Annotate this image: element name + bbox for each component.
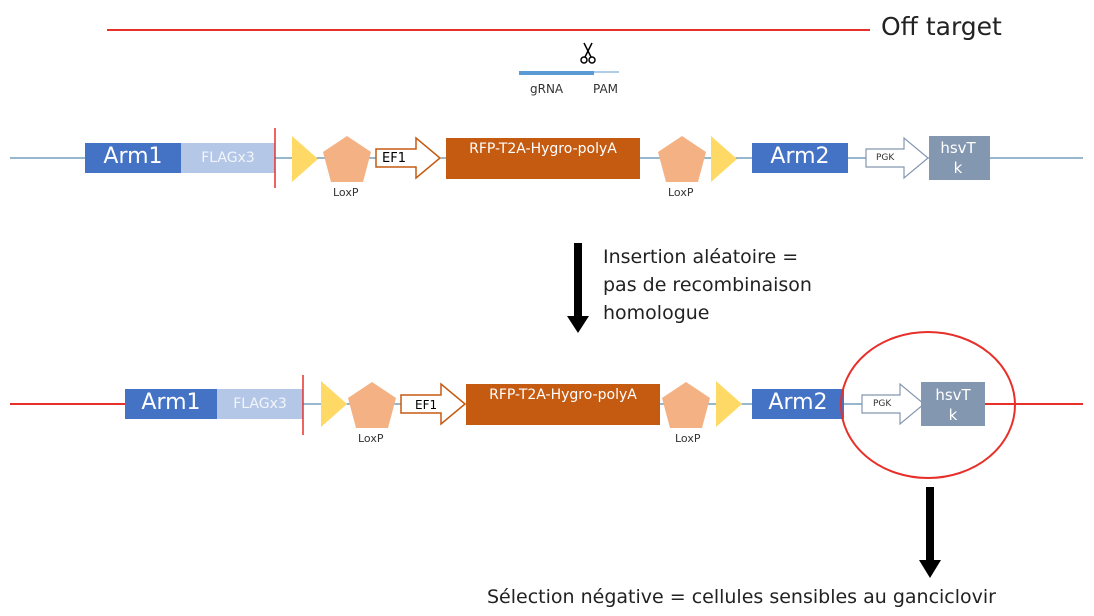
top-cassette-box [446,138,640,179]
bottom-flag-box [217,389,303,419]
insertion-text-line1: Insertion aléatoire = [603,246,799,268]
bottom-pgk-label: PGK [873,399,892,409]
top-arm2-label: Arm2 [770,144,830,169]
conclusion-text: Sélection négative = cellules sensibles … [487,586,996,608]
top-loxp-triangle-right [711,136,737,182]
insertion-text-line2: pas de recombinaison [603,274,812,296]
grna-label: gRNA [530,82,564,96]
bottom-pgk-arrow [861,382,925,426]
bottom-arm2-label: Arm2 [768,390,828,415]
bottom-loxp-label-right: LoxP [675,432,701,445]
bottom-flag-label: FLAGx3 [233,396,287,412]
top-loxp-label-right: LoxP [668,186,694,199]
insertion-text-line3: homologue [603,302,710,324]
top-arm2-box [752,143,848,173]
top-ef1-arrow [375,136,442,180]
top-loxp-pentagon-left [323,136,371,182]
off-target-label: Off target [881,12,1002,41]
top-pgk-arrow [865,136,929,180]
pam-label: PAM [593,82,619,96]
hsvtk-highlight-circle [840,331,1016,479]
bottom-loxp-triangle-left [321,381,347,427]
top-flag-label: FLAGx3 [201,150,255,166]
bottom-arm2-box [752,389,844,419]
top-loxp-pentagon-right [658,136,706,182]
bottom-loxp-triangle-right [716,381,742,427]
bottom-ef1-label: EF1 [415,398,438,412]
bottom-cassette-box [466,384,660,425]
bottom-loxp-pentagon-right [662,382,710,428]
top-loxp-label-left: LoxP [333,186,359,199]
bottom-loxp-label-left: LoxP [358,432,384,445]
top-flag-box [181,143,275,173]
arrow2-head [919,560,941,578]
scissors-icon [580,42,596,64]
top-arm1-box [85,143,181,173]
bottom-ef1-arrow [400,382,467,426]
top-hsvtk-label: hsvTk [940,139,976,177]
bottom-hsvtk-label: hsvTk [935,386,971,424]
bottom-arm1-label: Arm1 [141,390,201,415]
bottom-loxp-pentagon-left [348,382,396,428]
top-pgk-label: PGK [876,153,895,163]
bottom-hsvtk-box [921,382,985,426]
top-ef1-label: EF1 [382,151,406,166]
top-hsvtk-box [929,136,990,180]
top-arm1-label: Arm1 [103,144,163,169]
top-loxp-triangle-left [292,136,318,182]
bottom-cassette-label: RFP-T2A-Hygro-polyA [489,387,637,403]
arrow1-head [567,316,589,333]
bottom-arm1-box [125,389,217,419]
top-cassette-label: RFP-T2A-Hygro-polyA [469,141,617,157]
